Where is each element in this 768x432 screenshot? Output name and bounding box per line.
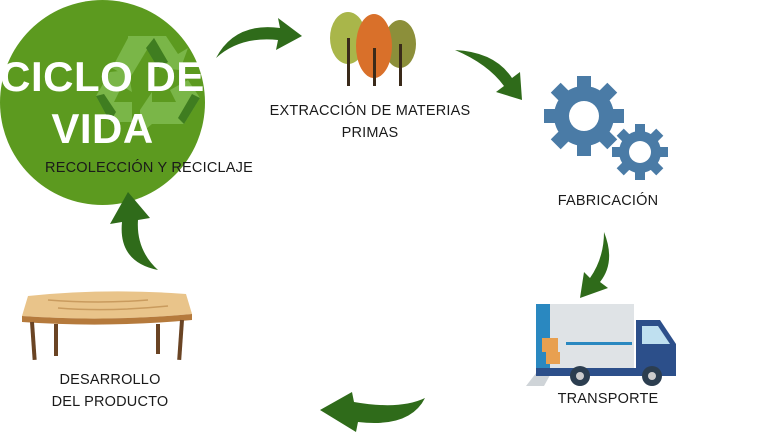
label-transport: TRANSPORTE (557, 391, 659, 407)
label-product-line2: DEL PRODUCTO (51, 394, 169, 410)
gears-icon (544, 76, 668, 180)
label-product-development: DESARROLLO DEL PRODUCTO (45, 369, 175, 413)
label-extraction-line1: EXTRACCIÓN DE MATERIAS (269, 103, 471, 119)
table-icon (22, 291, 192, 361)
label-extraction: EXTRACCIÓN DE MATERIAS PRIMAS (260, 100, 480, 144)
label-product-line1: DESARROLLO (59, 372, 161, 388)
trees-icon (330, 12, 416, 86)
center-title-line2: VIDA (51, 104, 154, 152)
arrow-icon (455, 50, 522, 100)
label-extraction-line2: PRIMAS (341, 125, 399, 141)
center-title-line1: CICLO DE (0, 52, 205, 100)
arrow-icon (216, 18, 302, 58)
life-cycle-center-circle: CICLO DE VIDA (0, 0, 205, 205)
label-recycling: RECOLECCIÓN Y RECICLAJE (45, 160, 253, 176)
label-manufacturing: FABRICACIÓN (557, 193, 659, 209)
arrow-icon (580, 232, 610, 298)
arrow-icon (110, 192, 158, 270)
truck-icon (526, 304, 676, 386)
recycle-icon (96, 36, 200, 134)
arrow-icon (320, 392, 425, 432)
